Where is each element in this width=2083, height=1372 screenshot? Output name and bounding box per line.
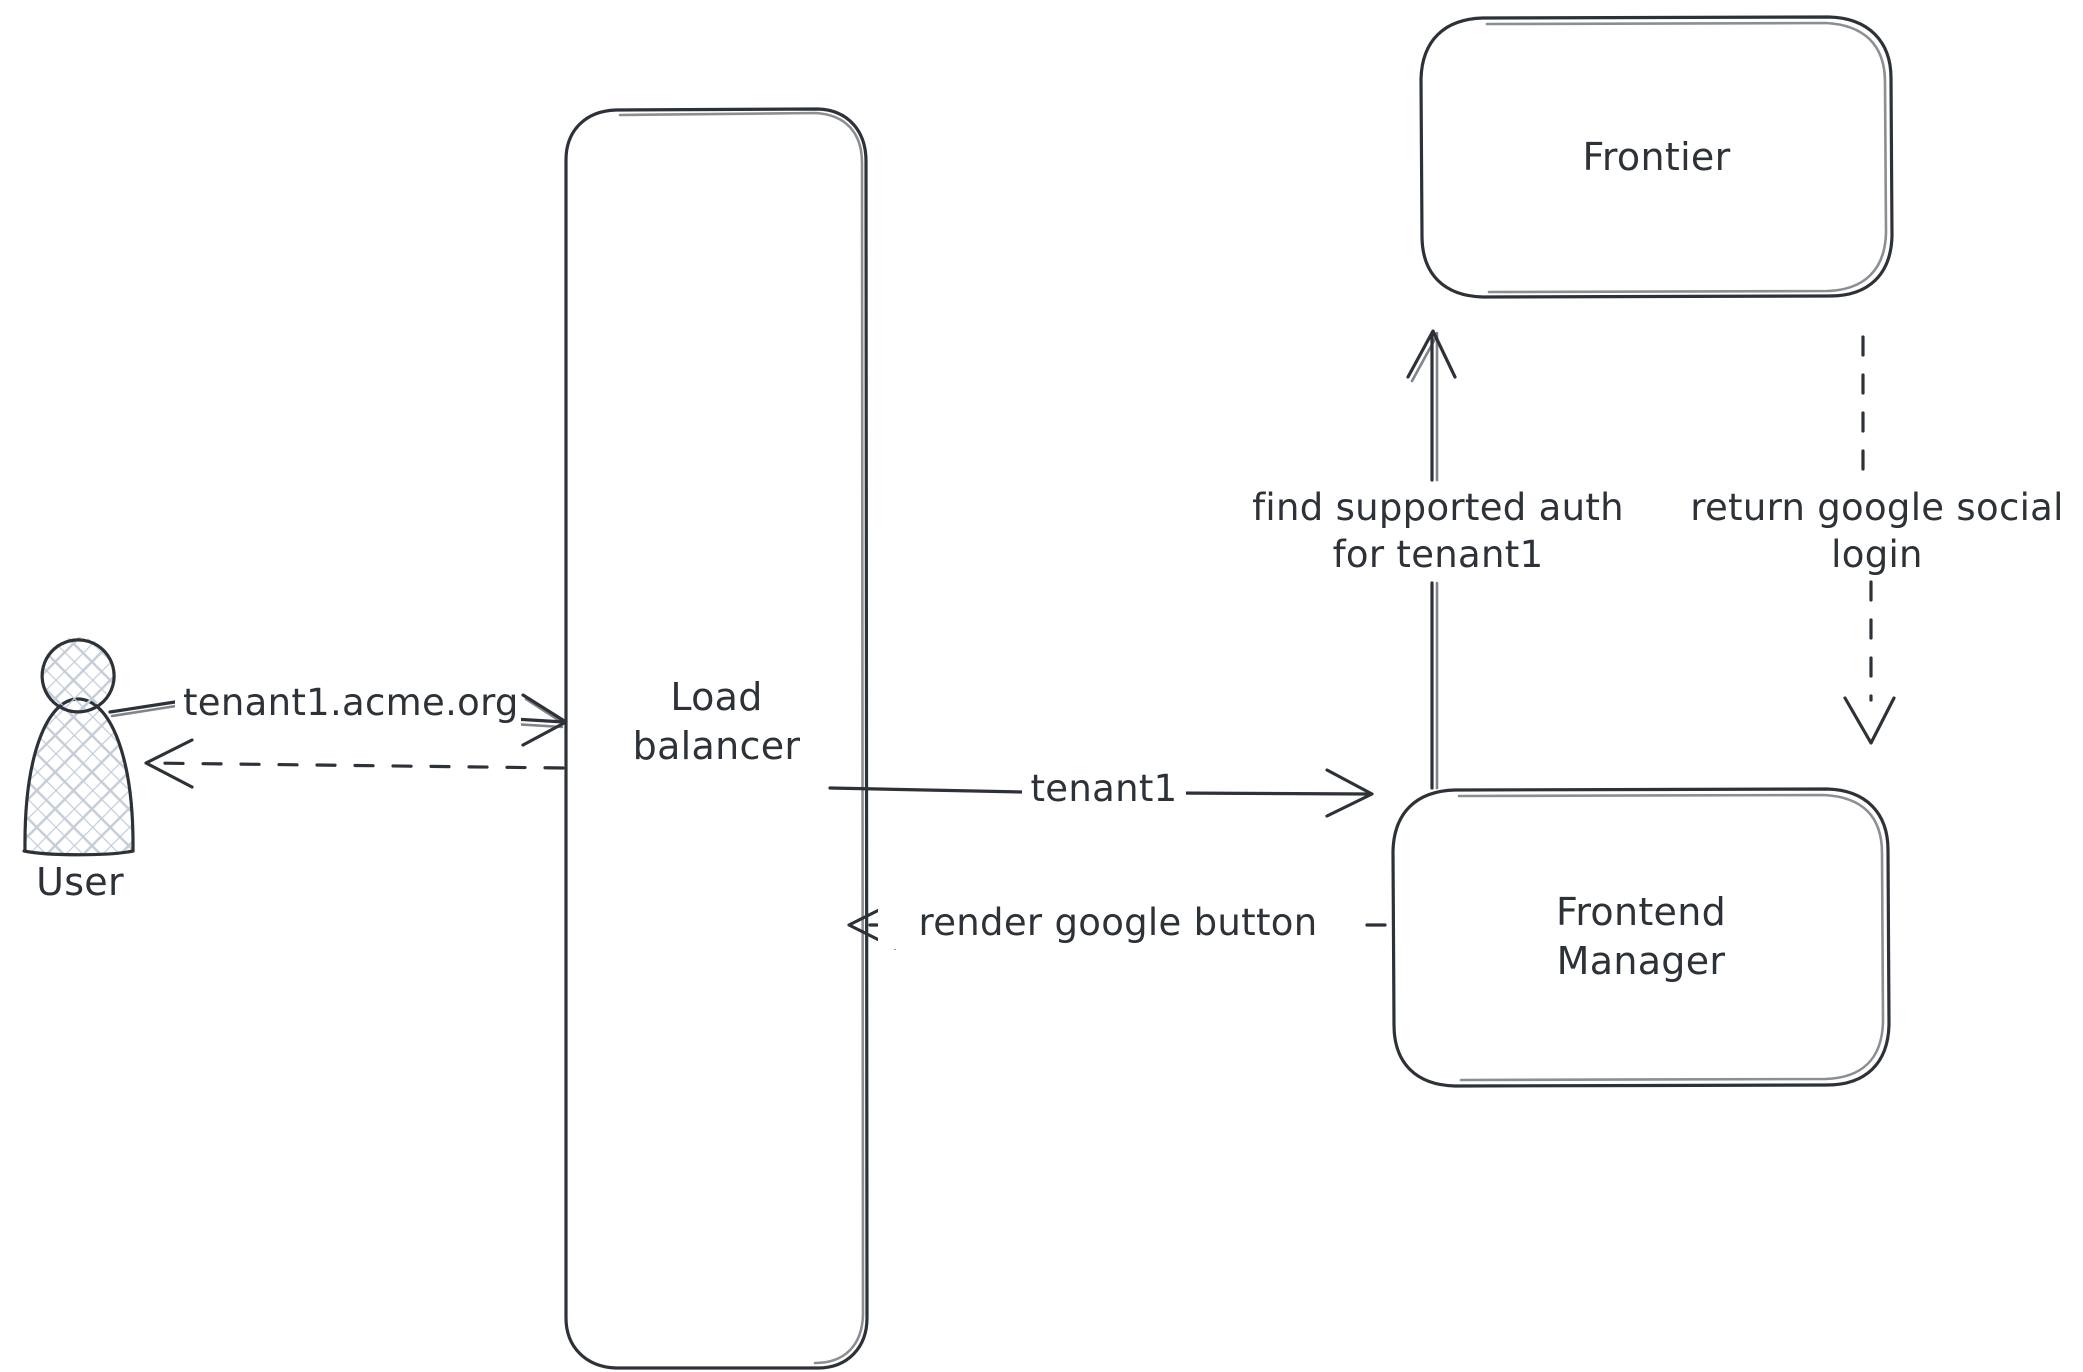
frontend-manager-hit-area[interactable]: [1393, 789, 1889, 1086]
edge-frontend-manager-to-load-balancer-line[interactable]: [847, 900, 1387, 950]
edge-frontend-manager-to-frontier-line[interactable]: [1406, 329, 1457, 790]
user-actor-glyph: [22, 637, 135, 857]
frontier-shape[interactable]: [1419, 15, 1894, 299]
edge-load-balancer-to-user-line[interactable]: [144, 738, 565, 789]
load-balancer-hit-area[interactable]: [566, 109, 867, 1368]
edge-frontier-to-frontend-manager-line[interactable]: [1843, 335, 1896, 745]
edge-user-to-load-balancer-line[interactable]: [108, 693, 568, 747]
frontier-hit-area[interactable]: [1421, 17, 1892, 297]
frontend-manager-shape[interactable]: [1391, 787, 1891, 1088]
user-actor-hit-area[interactable]: [14, 630, 154, 920]
load-balancer-shape[interactable]: [564, 107, 869, 1370]
edge-load-balancer-to-frontend-manager-line[interactable]: [828, 768, 1374, 818]
